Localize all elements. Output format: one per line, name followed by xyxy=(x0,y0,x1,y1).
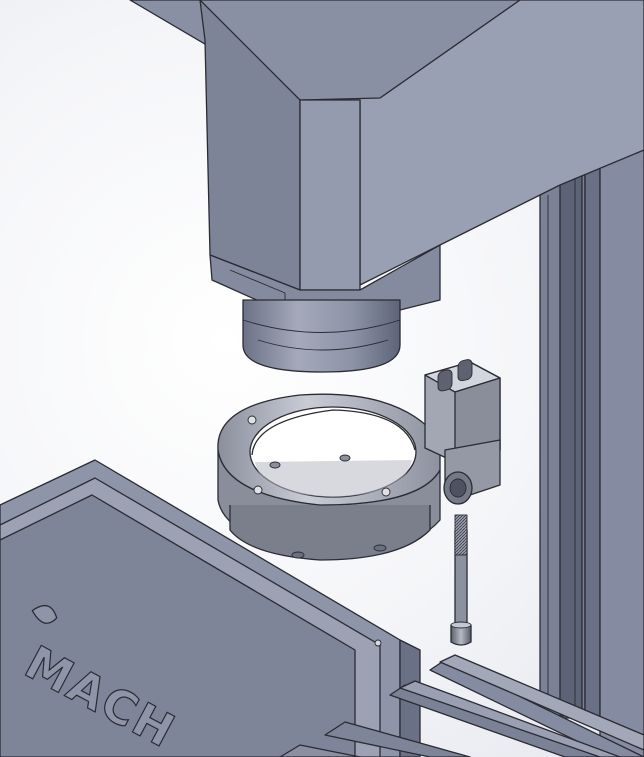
cap-screw xyxy=(450,514,472,646)
spindle-head xyxy=(129,0,644,373)
t-slot-rails xyxy=(279,654,644,757)
probe-ring xyxy=(217,393,441,561)
machine-table: MACH xyxy=(0,459,421,757)
sensor-block xyxy=(424,359,501,505)
column-rail xyxy=(539,139,644,757)
